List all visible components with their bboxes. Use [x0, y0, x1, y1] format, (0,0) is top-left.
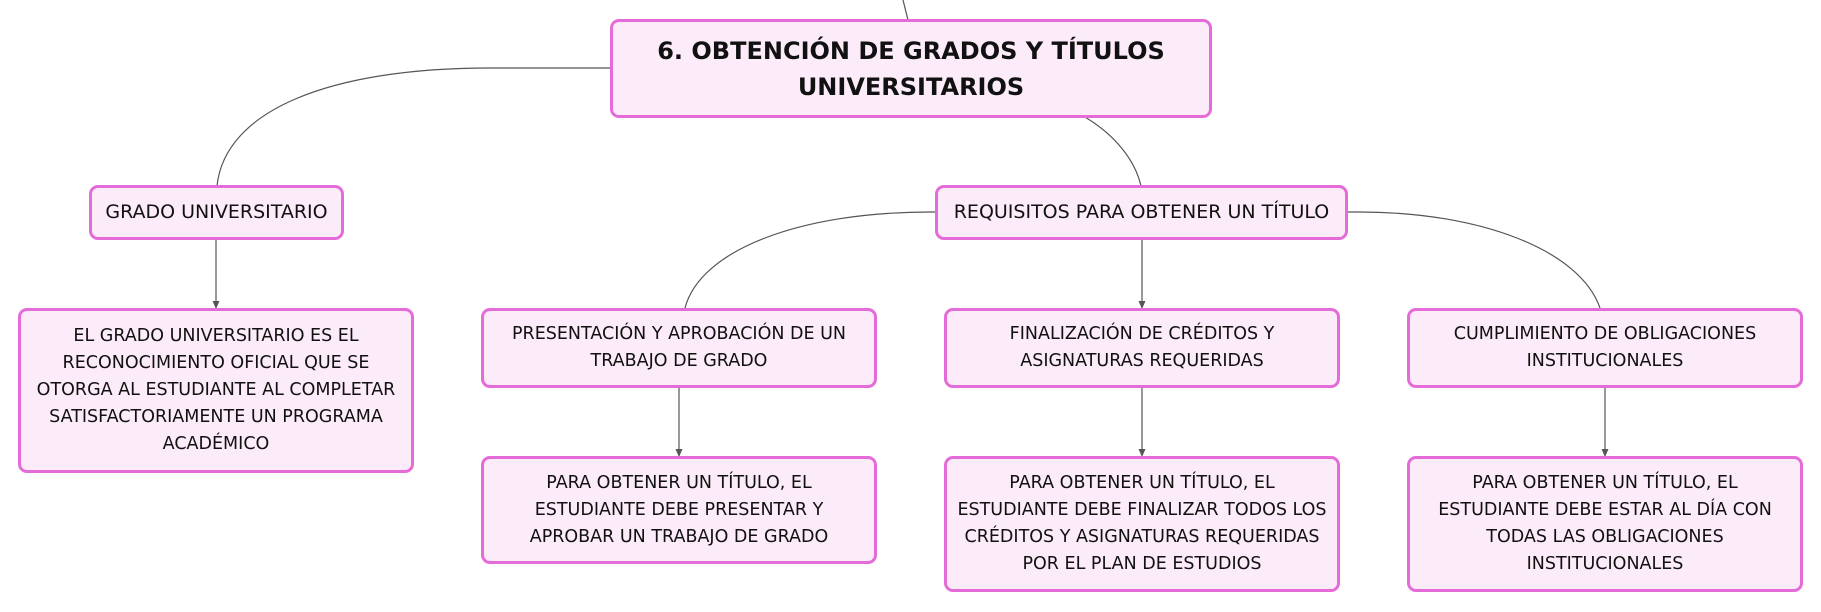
grado-description-label: EL GRADO UNIVERSITARIO ES EL RECONOCIMIE…: [36, 326, 396, 454]
grado-universitario-label: GRADO UNIVERSITARIO: [105, 201, 328, 223]
connector-root-to-grado: [216, 67, 612, 187]
root-node-label: 6. OBTENCIÓN DE GRADOS Y TÍTULOS UNIVERS…: [657, 36, 1165, 101]
arrowhead-item-3-description: [1601, 449, 1609, 457]
connector-parent-top: [902, 0, 909, 21]
requisito-trabajo-grado-node[interactable]: PRESENTACIÓN Y APROBACIÓN DE UN TRABAJO …: [481, 308, 877, 388]
trabajo-grado-description-label: PARA OBTENER UN TÍTULO, EL ESTUDIANTE DE…: [529, 472, 829, 547]
requisitos-node[interactable]: REQUISITOS PARA OBTENER UN TÍTULO: [935, 185, 1348, 240]
requisito-creditos-node[interactable]: FINALIZACIÓN DE CRÉDITOS Y ASIGNATURAS R…: [944, 308, 1340, 388]
requisito-obligaciones-node[interactable]: CUMPLIMIENTO DE OBLIGACIONES INSTITUCION…: [1407, 308, 1803, 388]
requisito-obligaciones-label: CUMPLIMIENTO DE OBLIGACIONES INSTITUCION…: [1453, 324, 1757, 371]
arrowhead-grado-description: [212, 301, 220, 309]
connector-root-to-requisitos: [1084, 116, 1142, 187]
root-node[interactable]: 6. OBTENCIÓN DE GRADOS Y TÍTULOS UNIVERS…: [610, 19, 1212, 118]
arrowhead-item-2-description: [1138, 449, 1146, 457]
connector-requisitos-to-item-3: [1346, 211, 1601, 309]
trabajo-grado-description-node[interactable]: PARA OBTENER UN TÍTULO, EL ESTUDIANTE DE…: [481, 456, 877, 564]
requisito-creditos-label: FINALIZACIÓN DE CRÉDITOS Y ASIGNATURAS R…: [1009, 324, 1275, 371]
grado-description-node[interactable]: EL GRADO UNIVERSITARIO ES EL RECONOCIMIE…: [18, 308, 414, 473]
arrowhead-item-2: [1138, 301, 1146, 309]
obligaciones-description-node[interactable]: PARA OBTENER UN TÍTULO, EL ESTUDIANTE DE…: [1407, 456, 1803, 592]
requisito-trabajo-grado-label: PRESENTACIÓN Y APROBACIÓN DE UN TRABAJO …: [511, 324, 846, 371]
obligaciones-description-label: PARA OBTENER UN TÍTULO, EL ESTUDIANTE DE…: [1438, 473, 1772, 574]
creditos-description-node[interactable]: PARA OBTENER UN TÍTULO, EL ESTUDIANTE DE…: [944, 456, 1340, 592]
grado-universitario-node[interactable]: GRADO UNIVERSITARIO: [89, 185, 344, 240]
requisitos-label: REQUISITOS PARA OBTENER UN TÍTULO: [953, 201, 1330, 223]
creditos-description-label: PARA OBTENER UN TÍTULO, EL ESTUDIANTE DE…: [957, 473, 1327, 574]
connector-requisitos-to-item-1: [684, 211, 940, 309]
arrowhead-item-1-description: [675, 449, 683, 457]
